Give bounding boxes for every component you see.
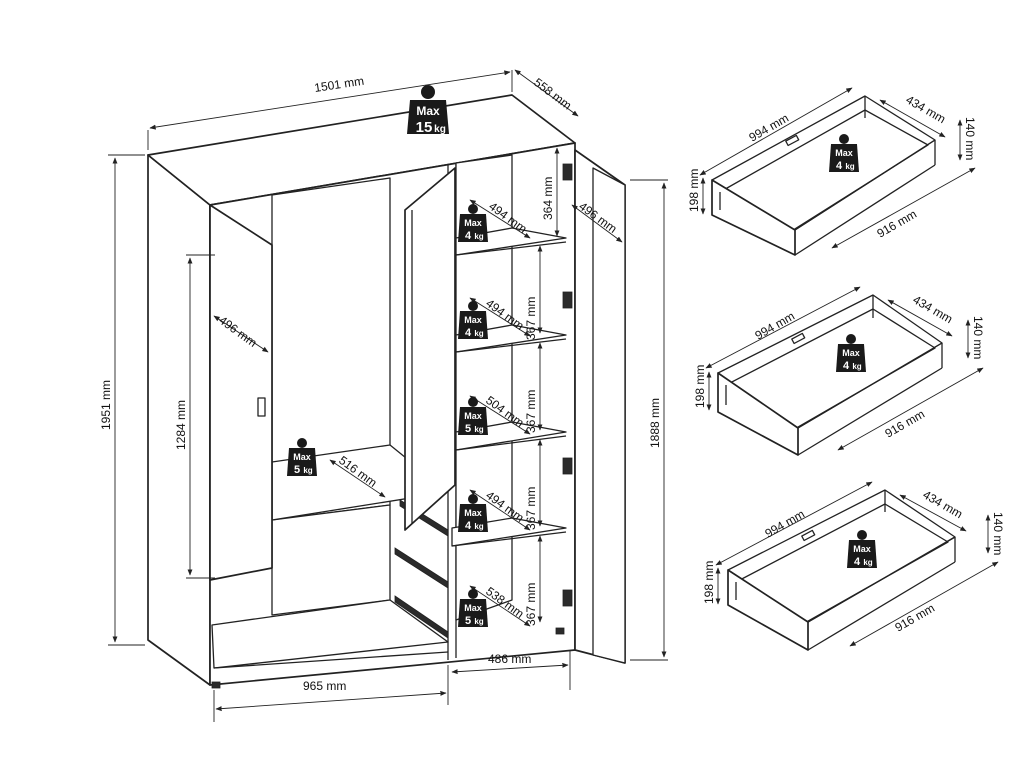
- weight-badge-shelf: Max 4 kg: [458, 301, 488, 339]
- weight-badge-shelf: Max 4 kg: [458, 494, 488, 532]
- hinges: [562, 163, 573, 607]
- weight-label: Max: [464, 411, 482, 421]
- weight-unit: kg: [474, 232, 483, 241]
- weight-badge-drawer: Max 4 kg: [829, 134, 859, 172]
- dim-body-height: 1888 mm: [648, 398, 662, 448]
- weight-value: 5: [465, 423, 471, 435]
- weight-unit: kg: [852, 362, 861, 371]
- drawer-depth: 434 mm: [921, 487, 966, 521]
- drawer: 994 mm 434 mm 140 mm 198 mm 916 mm: [687, 87, 977, 256]
- weight-badge-shelf: Max 5 kg: [458, 589, 488, 627]
- weight-value: 5: [465, 615, 471, 627]
- weight-badge-shelf: Max 5 kg: [458, 397, 488, 435]
- dim-width: 1501 mm: [313, 74, 365, 95]
- dim-total-height: 1951 mm: [99, 380, 113, 430]
- weight-unit: kg: [474, 425, 483, 434]
- weight-unit: kg: [845, 162, 854, 171]
- weight-value: 4: [836, 160, 843, 172]
- dim-shelf-height: 364 mm: [541, 177, 555, 220]
- weight-label: Max: [853, 544, 871, 554]
- weight-unit: kg: [863, 558, 872, 567]
- wardrobe-bottom-back: [271, 504, 391, 616]
- weight-value: 5: [294, 464, 300, 476]
- weight-label: Max: [416, 104, 440, 118]
- drawer-front-height: 198 mm: [687, 169, 701, 212]
- weight-label: Max: [464, 218, 482, 228]
- weight-badge-top: Max 15 kg: [407, 85, 449, 136]
- weight-value: 4: [843, 360, 850, 372]
- weight-value: 15: [416, 119, 433, 136]
- weight-label: Max: [464, 603, 482, 613]
- weight-unit: kg: [434, 124, 446, 135]
- drawer-depth: 434 mm: [911, 292, 956, 326]
- dim-shelf-height: 367 mm: [524, 390, 538, 433]
- dim-shelf-height: 367 mm: [524, 583, 538, 626]
- drawer-height: 140 mm: [971, 316, 985, 359]
- weight-label: Max: [464, 315, 482, 325]
- left-door-handle: [257, 397, 266, 417]
- weight-unit: kg: [474, 522, 483, 531]
- weight-unit: kg: [474, 329, 483, 338]
- dim-bottom-left-width: 965 mm: [303, 679, 346, 693]
- weight-badge-shelf: Max 4 kg: [458, 204, 488, 242]
- weight-label: Max: [464, 508, 482, 518]
- middle-door: [404, 167, 456, 531]
- drawer-front-height: 198 mm: [702, 561, 716, 604]
- weight-label: Max: [835, 148, 853, 158]
- weight-value: 4: [465, 230, 472, 242]
- drawer-inner-width: 916 mm: [893, 601, 938, 635]
- weight-value: 4: [854, 556, 861, 568]
- weight-unit: kg: [303, 466, 312, 475]
- drawer-depth: 434 mm: [904, 92, 949, 126]
- drawer-front-height: 198 mm: [693, 365, 707, 408]
- left-door: [209, 204, 273, 581]
- weight-badge-drawer: Max 4 kg: [836, 334, 866, 372]
- weight-value: 4: [465, 327, 472, 339]
- dim-shelf-height: 367 mm: [524, 487, 538, 530]
- dim-bottom-right-width: 486 mm: [488, 652, 531, 666]
- dim-depth: 558 mm: [531, 75, 574, 112]
- weight-unit: kg: [474, 617, 483, 626]
- drawer-height: 140 mm: [991, 512, 1005, 555]
- drawer: 994 mm 434 mm 140 mm 198 mm 916 mm: [702, 481, 1005, 651]
- weight-badge-hanging: Max 5 kg: [287, 438, 317, 476]
- dim-hanging-height: 1284 mm: [174, 400, 188, 450]
- weight-label: Max: [293, 452, 311, 462]
- weight-value: 4: [465, 520, 472, 532]
- weight-badge-drawer: Max 4 kg: [847, 530, 877, 568]
- weight-label: Max: [842, 348, 860, 358]
- drawer-height: 140 mm: [963, 117, 977, 160]
